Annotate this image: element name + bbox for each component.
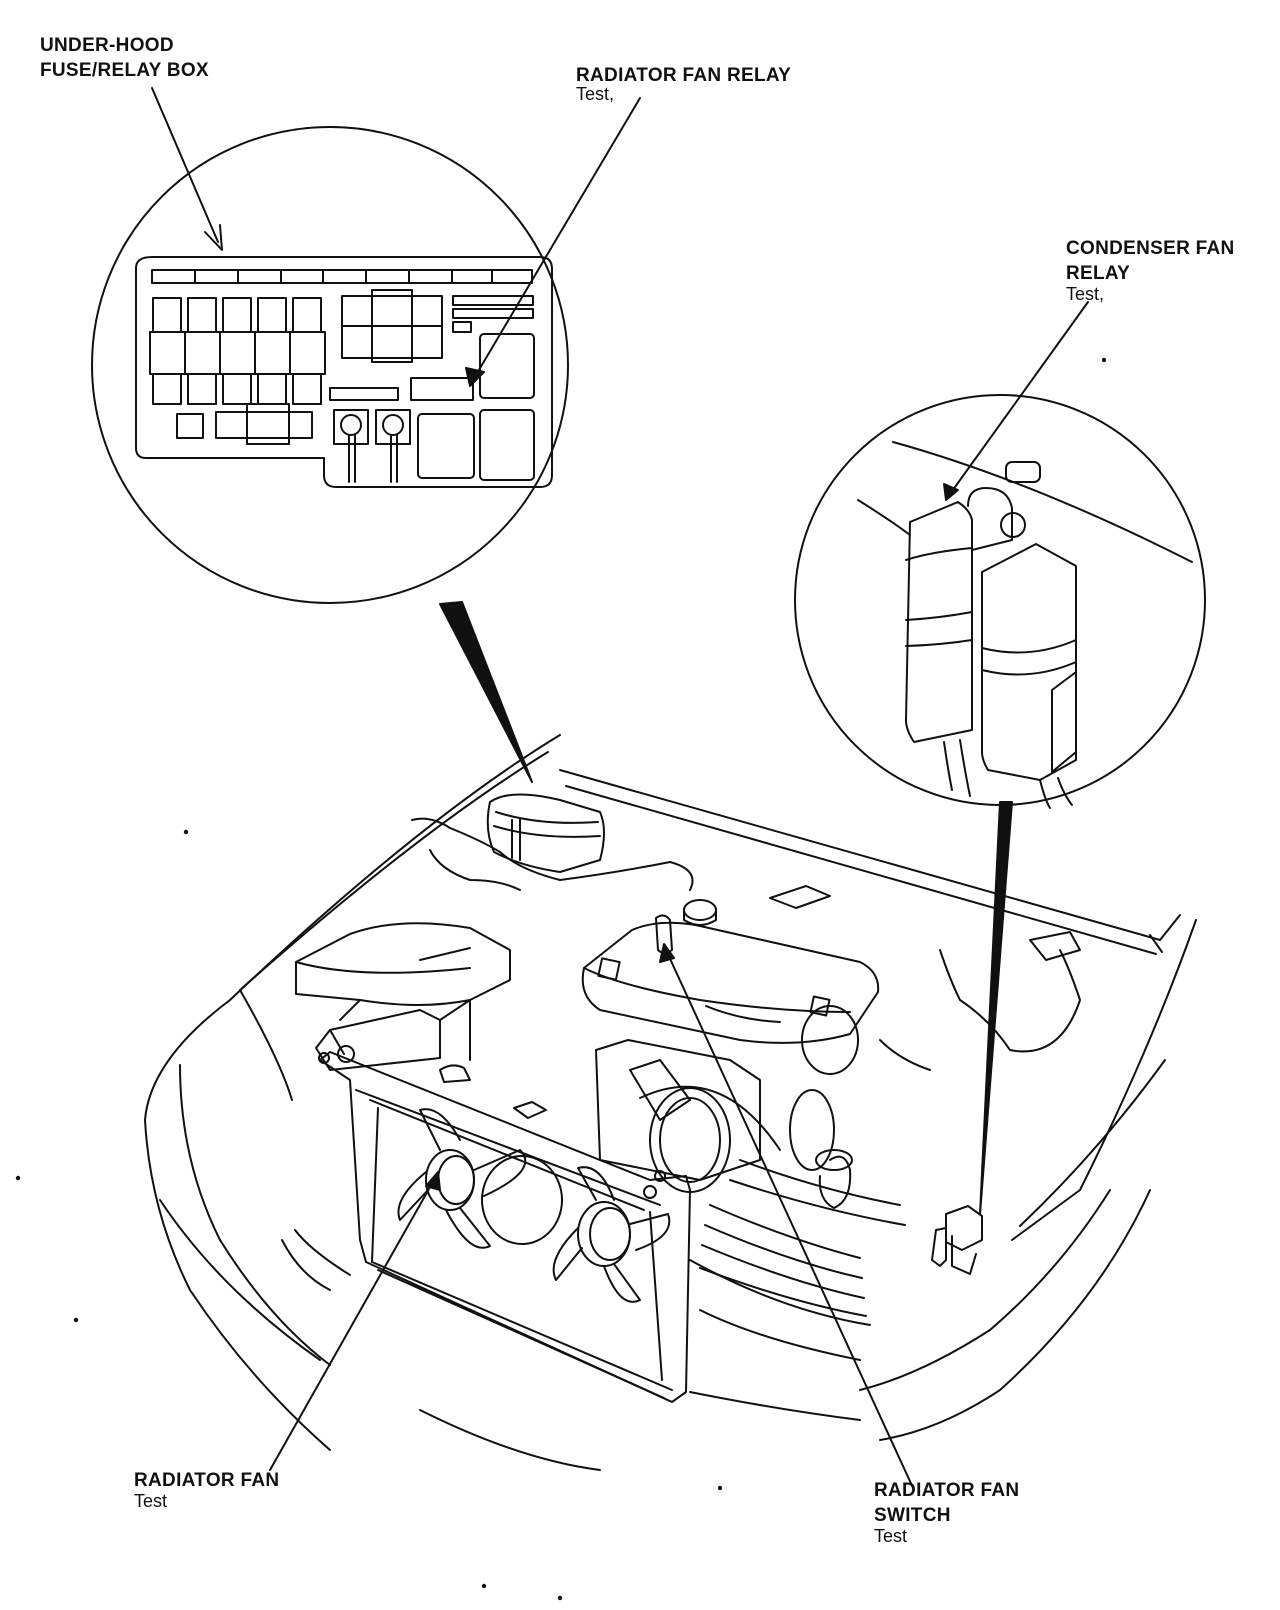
vehicle-front-end bbox=[144, 734, 1197, 1471]
arrow-radiator-fan-switch bbox=[659, 943, 675, 963]
fuse-box-pointer-wedge bbox=[439, 601, 533, 783]
label-radiator-fan-switch-line1: RADIATOR FAN bbox=[874, 1480, 1020, 1501]
label-radiator-fan-title: RADIATOR FAN bbox=[134, 1470, 280, 1491]
label-condenser-fan-relay: CONDENSER FAN RELAY Test, bbox=[1066, 236, 1235, 307]
label-fuse-box-line2: FUSE/RELAY BOX bbox=[40, 60, 209, 81]
label-radiator-fan-note: Test bbox=[134, 1491, 168, 1511]
label-radiator-fan-switch-line2: SWITCH bbox=[874, 1505, 951, 1526]
arrow-radiator-fan-relay bbox=[465, 367, 485, 387]
leader-radiator-fan-relay bbox=[472, 97, 641, 381]
fuse-box-detail-circle bbox=[91, 126, 569, 604]
label-radiator-fan: RADIATOR FAN Test bbox=[134, 1468, 279, 1514]
label-condenser-fan-relay-line2: RELAY bbox=[1066, 263, 1131, 284]
label-radiator-fan-switch: RADIATOR FAN SWITCH Test bbox=[874, 1478, 1019, 1549]
condenser-relay-pointer-wedge bbox=[979, 801, 1013, 1215]
label-radiator-fan-switch-note: Test bbox=[874, 1526, 908, 1546]
condenser-relay-detail-circle bbox=[794, 394, 1206, 809]
arrow-radiator-fan bbox=[425, 1171, 441, 1191]
label-fuse-box-line1: UNDER-HOOD bbox=[40, 35, 174, 56]
label-radiator-fan-relay-note: Test, bbox=[576, 84, 615, 104]
label-radiator-fan-relay-title: RADIATOR FAN RELAY bbox=[576, 65, 792, 86]
label-condenser-fan-relay-line1: CONDENSER FAN bbox=[1066, 238, 1235, 259]
leader-radiator-fan bbox=[269, 1179, 435, 1471]
leader-fuse-box bbox=[151, 87, 219, 243]
arrow-fuse-box bbox=[204, 224, 223, 251]
arrow-condenser-fan-relay bbox=[943, 483, 959, 501]
label-radiator-fan-relay: RADIATOR FAN RELAY Test, bbox=[576, 63, 791, 107]
label-condenser-fan-relay-note: Test, bbox=[1066, 284, 1105, 304]
label-under-hood-fuse-relay-box: UNDER-HOOD FUSE/RELAY BOX bbox=[40, 33, 209, 83]
leader-radiator-fan-switch bbox=[665, 949, 915, 1491]
leader-condenser-fan-relay bbox=[949, 301, 1089, 495]
